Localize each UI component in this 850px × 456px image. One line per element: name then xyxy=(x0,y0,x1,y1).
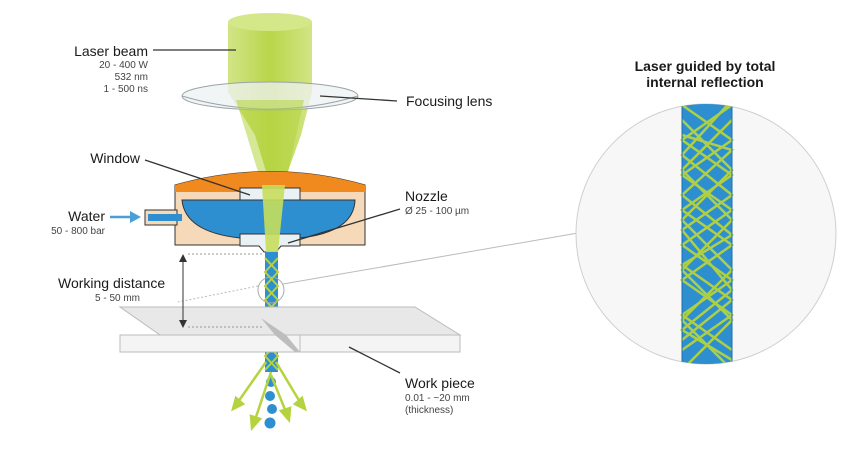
work-piece xyxy=(118,306,462,353)
work-piece-label: Work piece xyxy=(405,375,475,391)
inset-title-line-1: Laser guided by total xyxy=(634,58,776,74)
water-arrow-icon xyxy=(110,211,141,223)
magnifier-circle xyxy=(257,276,285,304)
water-pressure: 50 - 800 bar xyxy=(51,226,105,237)
working-distance-label: Working distance xyxy=(58,275,166,291)
inset-title: Laser guided by total internal reflectio… xyxy=(600,58,810,90)
nozzle-housing xyxy=(144,171,366,253)
focusing-lens-label: Focusing lens xyxy=(406,93,493,109)
laser-beam-label: Laser beam xyxy=(74,43,148,59)
laser-beam-wavelength: 532 nm xyxy=(114,72,148,83)
laser-beam-pulse: 1 - 500 ns xyxy=(103,84,148,95)
nozzle-diameter: Ø 25 - 100 µm xyxy=(405,206,470,217)
inset-magnified-view xyxy=(575,103,837,365)
water-label: Water xyxy=(68,208,105,224)
working-distance-dimension xyxy=(179,253,262,328)
leader-lines xyxy=(144,49,401,374)
beam-in-nozzle xyxy=(262,185,285,252)
exit-rays xyxy=(231,361,307,432)
inset-title-line-2: internal reflection xyxy=(646,74,764,90)
window-label: Window xyxy=(90,150,140,166)
work-piece-thickness-note: (thickness) xyxy=(405,405,454,416)
laser-beam-power: 20 - 400 W xyxy=(99,60,148,71)
working-distance-range: 5 - 50 mm xyxy=(95,293,141,304)
connector-line xyxy=(282,232,579,285)
beam-focus xyxy=(236,100,304,185)
nozzle-label: Nozzle xyxy=(405,188,448,204)
work-piece-thickness: 0.01 - ~20 mm xyxy=(405,393,470,404)
